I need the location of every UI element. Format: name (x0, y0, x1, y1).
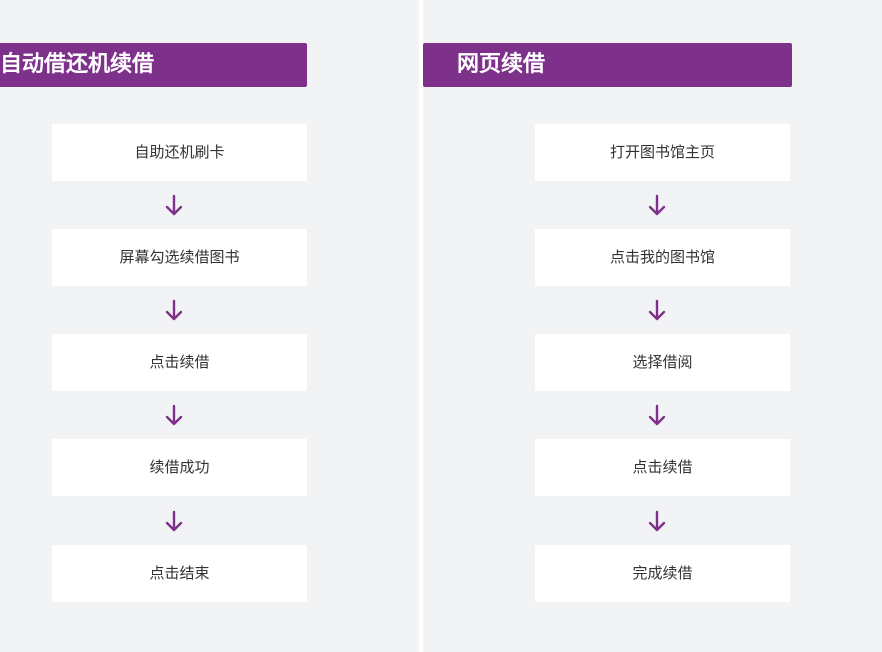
flow-step-box: 自助还机刷卡 (52, 124, 307, 181)
flow-step-box: 点击我的图书馆 (535, 229, 790, 286)
down-arrow-icon (647, 510, 667, 534)
left-panel: 自动借还机续借 自助还机刷卡 屏幕勾选续借图书 点击续借 续借成功 点击结束 (0, 0, 419, 652)
down-arrow-icon (164, 194, 184, 218)
flow-step-box: 选择借阅 (535, 334, 790, 391)
down-arrow-icon (164, 510, 184, 534)
left-panel-title: 自动借还机续借 (0, 43, 307, 87)
right-panel: 网页续借 打开图书馆主页 点击我的图书馆 选择借阅 点击续借 完成续借 (423, 0, 882, 652)
down-arrow-icon (647, 194, 667, 218)
down-arrow-icon (647, 404, 667, 428)
flow-step-box: 续借成功 (52, 439, 307, 496)
flow-step-box: 屏幕勾选续借图书 (52, 229, 307, 286)
flow-step-box: 点击结束 (52, 545, 307, 602)
right-panel-title: 网页续借 (423, 43, 792, 87)
down-arrow-icon (647, 299, 667, 323)
flow-step-box: 点击续借 (52, 334, 307, 391)
down-arrow-icon (164, 299, 184, 323)
flow-step-box: 完成续借 (535, 545, 790, 602)
flow-step-box: 点击续借 (535, 439, 790, 496)
flow-step-box: 打开图书馆主页 (535, 124, 790, 181)
down-arrow-icon (164, 404, 184, 428)
